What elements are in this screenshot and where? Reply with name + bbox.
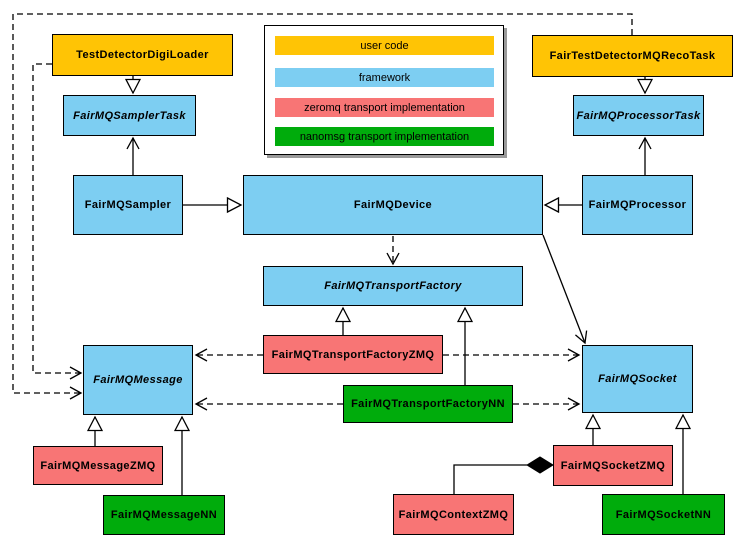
legend-item-user-code: user code (275, 36, 494, 55)
class-box-fairmqmessage: FairMQMessage (83, 345, 193, 415)
legend-item-framework: framework (275, 68, 494, 87)
class-box-fairmqsocket: FairMQSocket (582, 345, 693, 413)
class-box-fairmqtransportfactory: FairMQTransportFactory (263, 266, 523, 306)
class-box-fairmqcontextzmq: FairMQContextZMQ (393, 494, 514, 535)
class-box-fairmqprocessor: FairMQProcessor (582, 175, 693, 235)
edge-contextzmq-socketzmq (453, 464, 527, 494)
class-box-fairmqsocketzmq: FairMQSocketZMQ (553, 445, 673, 486)
class-box-fairmqsamplertask: FairMQSamplerTask (63, 95, 196, 136)
legend-item-nanomsg: nanomsg transport implementation (275, 127, 494, 146)
class-box-fairmqtransportfactorynn: FairMQTransportFactoryNN (343, 385, 513, 423)
legend-panel: user code framework zeromq transport imp… (264, 25, 504, 155)
class-box-fairmqprocessortask: FairMQProcessorTask (573, 95, 704, 136)
composition-diamond (526, 456, 554, 474)
class-box-fairmqtransportfactoryzmq: FairMQTransportFactoryZMQ (263, 335, 443, 374)
class-box-fairmqsampler: FairMQSampler (73, 175, 183, 235)
class-box-fairtestdetectormqrecotask: FairTestDetectorMQRecoTask (532, 35, 733, 77)
class-box-fairmqmessagezmq: FairMQMessageZMQ (33, 446, 163, 485)
edge-device-socket (542, 234, 588, 345)
class-box-fairmqmessagenn: FairMQMessageNN (103, 495, 225, 535)
class-box-testdetectordigiloader: TestDetectorDigiLoader (52, 34, 233, 76)
legend-item-zeromq: zeromq transport implementation (275, 98, 494, 117)
class-box-fairmqdevice: FairMQDevice (243, 175, 543, 235)
class-box-fairmqsocketnn: FairMQSocketNN (602, 494, 725, 535)
